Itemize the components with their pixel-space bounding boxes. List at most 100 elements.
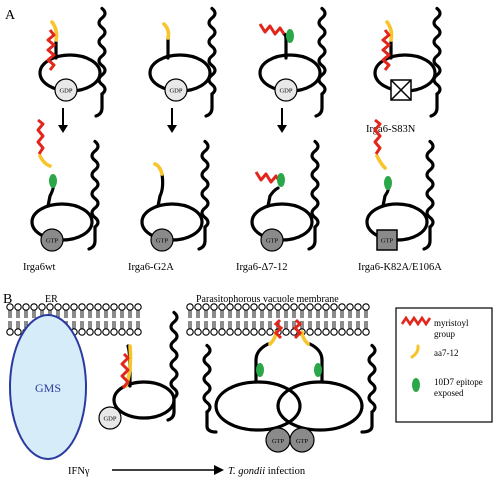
nucleotide-square (376, 229, 398, 251)
lipid-tail (236, 321, 240, 329)
nucleotide-circle (54, 78, 78, 102)
helix-link (87, 225, 97, 251)
n-terminal-stalk (156, 172, 165, 208)
stalk-right (308, 342, 324, 384)
lipid-tail (204, 310, 208, 318)
lipid-tail (120, 310, 124, 318)
lipid-tail (136, 321, 140, 329)
lipid-tail (220, 310, 224, 318)
g-domain-body-left (214, 380, 302, 432)
label-pv-membrane: Parasitophorous vacuole membrane (196, 294, 339, 305)
lipid-tail (72, 321, 76, 329)
arrow-head-3 (277, 125, 287, 133)
aa7-12-segment (385, 20, 394, 42)
helix-link (429, 92, 439, 118)
lipid-tail (308, 321, 312, 329)
lipid-head (290, 303, 298, 311)
lipid-head (234, 328, 242, 336)
lipid-tail (204, 321, 208, 329)
lipid-tail (316, 321, 320, 329)
legend-myristoyl-label-1: myristoyl (434, 318, 469, 328)
lipid-head (354, 328, 362, 336)
lipid-tail (316, 310, 320, 318)
legend-aa7-12-label: aa7-12 (434, 348, 459, 358)
lipid-head (186, 303, 194, 311)
myristoyl-zigzag (120, 352, 130, 389)
lipid-head (134, 328, 142, 336)
lipid-tail (128, 310, 132, 318)
lipid-tail (136, 310, 140, 318)
label-irga6wt: Irga6wt (23, 262, 56, 273)
myristoyl-zigzag (46, 29, 56, 71)
lipid-tail (196, 321, 200, 329)
nucleotide-label: GTP (266, 238, 279, 245)
infection-arrow-head (214, 465, 224, 475)
nucleotide-label-left: GTP (272, 438, 285, 445)
lipid-tail (252, 321, 256, 329)
lipid-tail (260, 321, 264, 329)
lipid-head (306, 328, 314, 336)
nucleotide-label: GDP (279, 88, 292, 95)
lipid-tail (300, 310, 304, 318)
lipid-tail (24, 310, 28, 318)
lipid-head (30, 303, 38, 311)
lipid-head (314, 328, 322, 336)
lipid-tail (112, 310, 116, 318)
lipid-head (110, 303, 118, 311)
lipid-tail (356, 310, 360, 318)
lipid-tail (188, 310, 192, 318)
lipid-tail (268, 321, 272, 329)
helical-domain-wiggle (317, 6, 327, 96)
lipid-head (266, 303, 274, 311)
lipid-tail (340, 310, 344, 318)
lipid-head (354, 303, 362, 311)
bottom-molecule-1: GTP (30, 118, 100, 252)
lipid-tail (196, 310, 200, 318)
bottom-molecule-2: GTP (140, 139, 210, 252)
label-irga6-g2a: Irga6-G2A (128, 262, 174, 273)
lipid-head (194, 328, 202, 336)
lipid-head (266, 328, 274, 336)
legend-myristoyl-symbol (400, 315, 432, 327)
nucleotide-label: GTP (156, 238, 169, 245)
lipid-tail (332, 310, 336, 318)
lipid-head (218, 303, 226, 311)
helix-link-right (360, 410, 374, 434)
lipid-tail (364, 310, 368, 318)
legend-aa7-12-symbol (410, 344, 420, 359)
lipid-head (110, 328, 118, 336)
helix-link-left (205, 410, 218, 434)
aa7-12-segment (153, 162, 164, 176)
lipid-tail (292, 310, 296, 318)
top-molecule-4 (373, 6, 442, 118)
lipid-tail (8, 310, 12, 318)
lipid-head (362, 303, 370, 311)
lipid-head (346, 328, 354, 336)
lipid-head (282, 328, 290, 336)
helical-domain-wiggle (432, 6, 442, 96)
lipid-tail (268, 310, 272, 318)
legend-epitope-label-1: 10D7 epitope (434, 377, 483, 387)
lipid-head (62, 303, 70, 311)
helical-domain-wiggle (169, 310, 179, 400)
lipid-tail (228, 321, 232, 329)
aa7-12-segment (50, 20, 59, 42)
lipid-head (330, 303, 338, 311)
panel-b-label: B (3, 292, 12, 307)
lipid-tail (348, 310, 352, 318)
lipid-head (126, 303, 134, 311)
lipid-head (86, 303, 94, 311)
lipid-head (322, 328, 330, 336)
lipid-tail (96, 321, 100, 329)
lipid-tail (356, 321, 360, 329)
lipid-tail (8, 321, 12, 329)
lipid-head (362, 328, 370, 336)
epitope-10d7 (286, 29, 294, 43)
lipid-head (242, 303, 250, 311)
stalk-left (254, 342, 270, 384)
aa7-12-segment (38, 154, 52, 168)
helix-link (166, 396, 176, 422)
lipid-tail (300, 321, 304, 329)
